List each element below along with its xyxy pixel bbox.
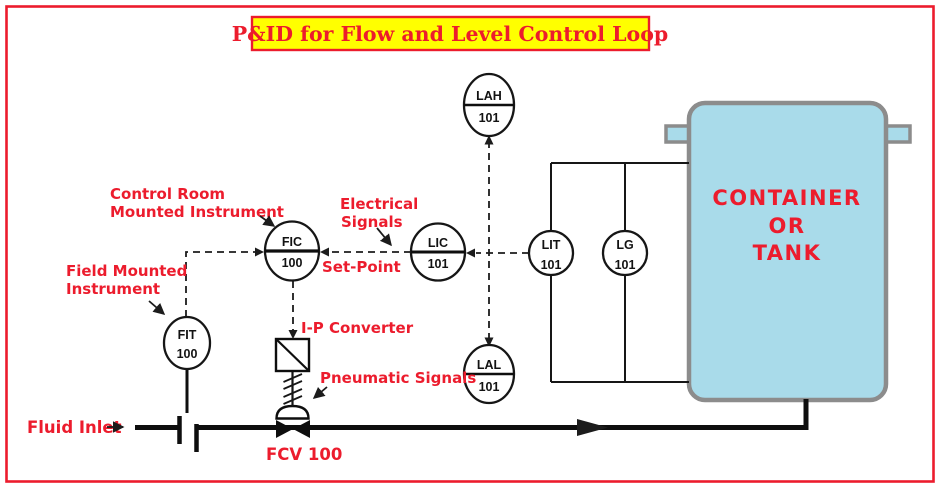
fic-tag: FIC <box>282 235 302 249</box>
label-control-room-line2: Mounted Instrument <box>110 203 284 221</box>
pointer-field-mounted <box>148 300 166 315</box>
label-field-mounted-line2: Instrument <box>66 280 160 298</box>
lah-num: 101 <box>479 111 500 125</box>
label-electrical-line1: Electrical <box>340 195 418 213</box>
fit-num: 100 <box>177 347 198 361</box>
arrow-into-fic-right <box>320 247 329 257</box>
pointer-pneumatic <box>312 386 328 399</box>
fit-tag: FIT <box>178 328 197 342</box>
lic-num: 101 <box>428 257 449 271</box>
outer-border <box>5 5 935 483</box>
tank-label-line1: CONTAINER <box>712 186 861 210</box>
valve-actuator-diaphragm <box>275 404 310 420</box>
label-electrical-line2: Signals <box>341 213 403 231</box>
lit-num: 101 <box>541 258 562 272</box>
label-fluid-inlet: Fluid Inlet <box>27 418 122 437</box>
label-control-room-line1: Control Room <box>110 185 225 203</box>
lg-tag: LG <box>616 238 633 252</box>
instrument-fit-circle <box>162 315 212 371</box>
fic-num: 100 <box>282 256 303 270</box>
pointer-control-room <box>259 215 276 227</box>
instrument-lg-circle <box>601 229 649 277</box>
label-set-point: Set-Point <box>322 258 401 276</box>
lg-num: 101 <box>615 258 636 272</box>
label-field-mounted-line1: Field Mounted <box>66 262 187 280</box>
lal-tag: LAL <box>477 358 502 372</box>
arrow-into-lal <box>484 337 494 347</box>
tank-label-line2: OR <box>768 214 805 238</box>
arrow-into-lah <box>484 135 494 145</box>
label-pneumatic-signals: Pneumatic Signals <box>320 369 476 387</box>
label-ip-converter: I-P Converter <box>301 319 414 337</box>
flow-direction-arrow <box>577 419 608 436</box>
annotation-arrows <box>107 215 392 433</box>
ip-converter-diagonal <box>275 338 310 372</box>
tank-label-line3: TANK <box>753 241 822 265</box>
instrument-lit-circle <box>527 229 575 277</box>
lit-tag: LIT <box>542 238 561 252</box>
lal-num: 101 <box>479 380 500 394</box>
label-fcv: FCV 100 <box>266 445 342 464</box>
pneumatic-signal-slashes <box>283 373 303 405</box>
arrow-into-fic-left <box>255 247 264 257</box>
arrow-into-ip-converter <box>288 330 298 339</box>
lah-tag: LAH <box>476 89 502 103</box>
arrow-into-lic <box>466 248 475 258</box>
valve-body-left <box>276 420 293 438</box>
process-line-main <box>197 399 809 430</box>
valve-body-right <box>293 420 310 438</box>
title-box <box>250 15 651 52</box>
signal-fit-to-fic <box>185 251 259 317</box>
lic-tag: LIC <box>428 236 448 250</box>
pointer-electrical <box>376 227 392 247</box>
tank-body <box>686 100 889 403</box>
page-title: P&ID for Flow and Level Control Loop <box>232 22 669 46</box>
